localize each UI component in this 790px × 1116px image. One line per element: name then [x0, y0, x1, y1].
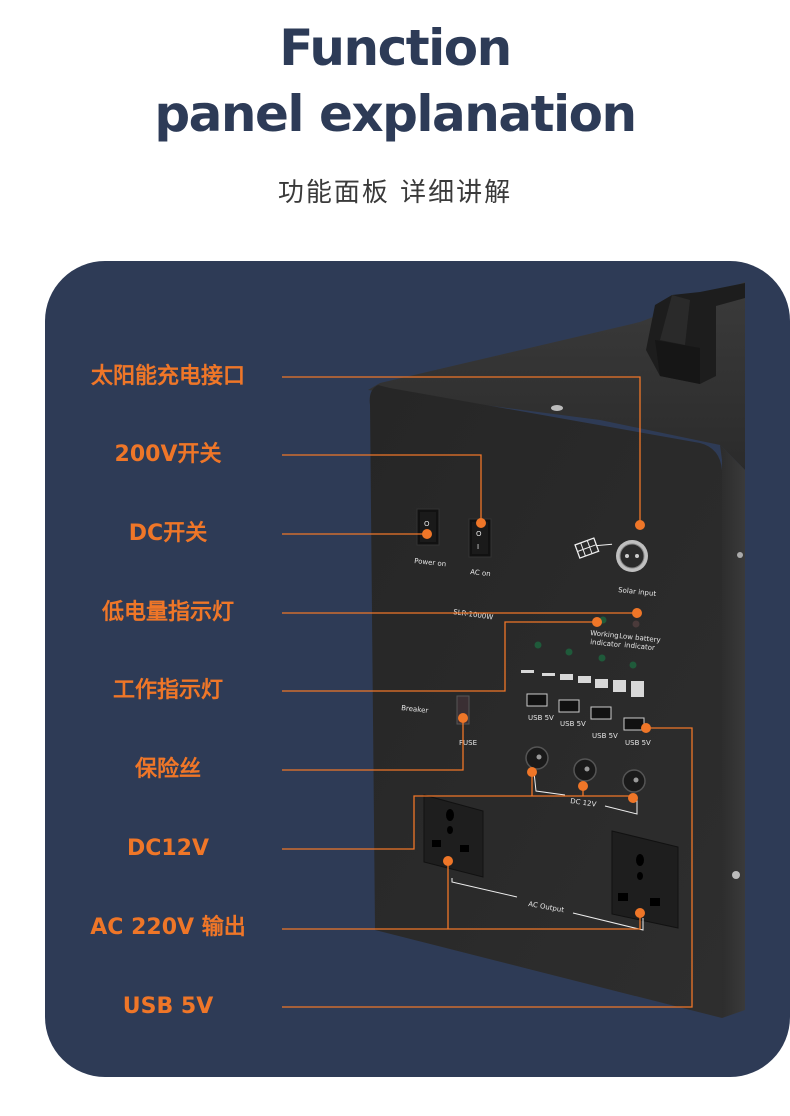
callout-label-dc-switch: DC开关 — [128, 521, 208, 546]
ac-output-dot-1 — [443, 856, 453, 866]
page-title-line-1: Function — [279, 19, 512, 77]
callout-label-working-indicator: 工作指示灯 — [112, 678, 223, 703]
callout-label-200v-switch: 200V开关 — [114, 442, 222, 467]
ac-output-dot-2 — [635, 908, 645, 918]
callout-label-dc12v: DC12V — [126, 836, 210, 861]
callout-label-ac-output: AC 220V 输出 — [90, 915, 246, 940]
callout-label-usb-5v: USB 5V — [122, 994, 214, 1019]
callout-label-low-battery-indicator: 低电量指示灯 — [101, 600, 234, 625]
low-battery-dot — [632, 608, 642, 618]
usb-dot — [641, 723, 651, 733]
dc12v-dot-1 — [527, 767, 537, 777]
dc-switch-dot — [422, 529, 432, 539]
solar-input-dot — [635, 520, 645, 530]
callout-label-fuse: 保险丝 — [134, 757, 201, 782]
dc12v-dot-2 — [578, 781, 588, 791]
dc12v-dot-3 — [628, 793, 638, 803]
callout-label-solar-input: 太阳能充电接口 — [90, 364, 245, 389]
fuse-dot — [458, 713, 468, 723]
ac-switch-dot — [476, 518, 486, 528]
page-title-line-2: panel explanation — [154, 85, 637, 143]
page-subtitle: 功能面板 详细讲解 — [277, 178, 513, 208]
working-indicator-dot — [592, 617, 602, 627]
